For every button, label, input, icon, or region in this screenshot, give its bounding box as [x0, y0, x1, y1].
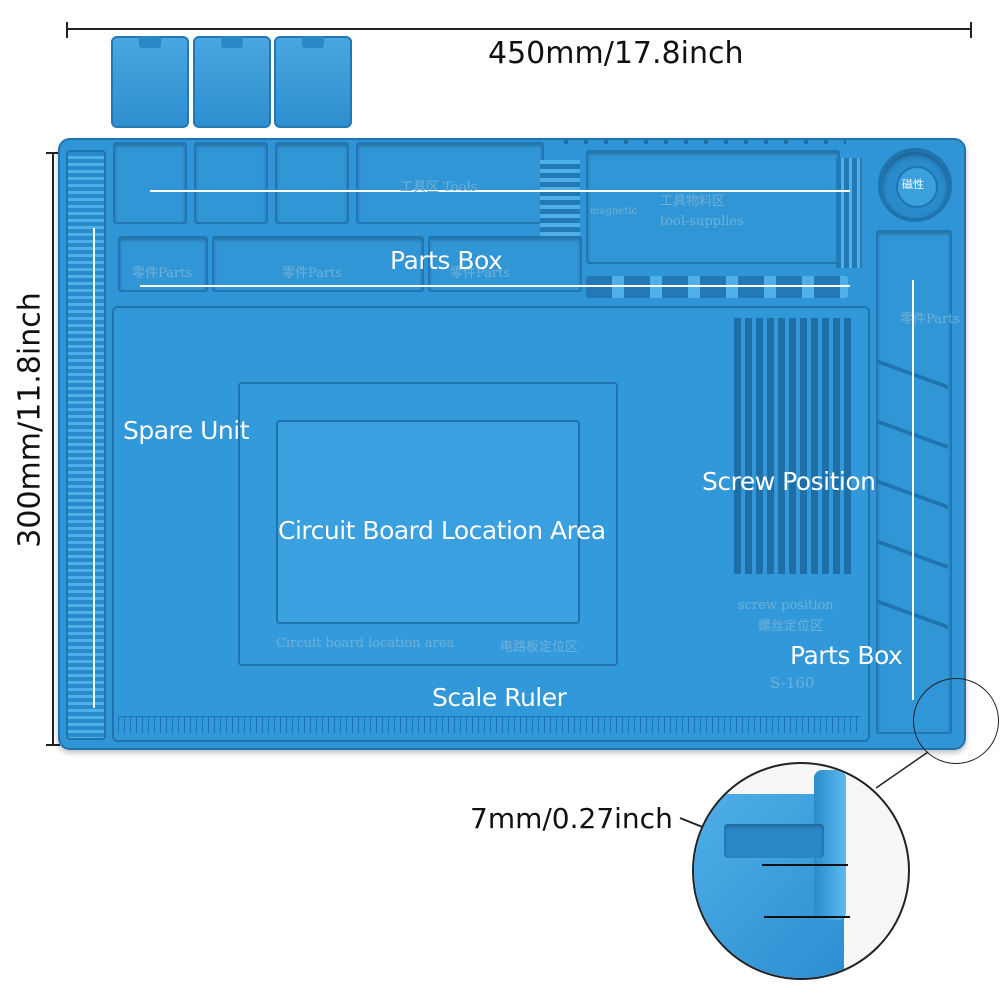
compartment-1 [113, 142, 187, 224]
embossed-magnetic: magnetic [590, 206, 638, 217]
spare-unit-strip [66, 150, 106, 740]
label-parts-box-top: Parts Box [390, 246, 503, 275]
pin-holes-row [556, 138, 846, 146]
bit-holder-slots [540, 160, 580, 240]
embossed-magnetic-cn: 工具物料区 [660, 194, 726, 209]
embossed-parts-right: 零件Parts [900, 312, 961, 327]
label-spare-unit: Spare Unit [123, 416, 250, 445]
label-screw-position: Screw Position [702, 467, 876, 496]
embossed-model: S-160 [770, 674, 815, 692]
corner-highlight-circle [913, 678, 999, 764]
storage-cap-1 [111, 36, 189, 128]
parts-compartment-right [428, 236, 582, 292]
label-circuit-board: Circuit Board Location Area [278, 516, 606, 545]
parts-compartment-middle [212, 236, 424, 292]
tools-compartment [356, 142, 544, 224]
embossed-screw-position-en: screw position [738, 598, 834, 613]
detail-thickness-line-bottom [764, 916, 850, 918]
spare-unit-rail [93, 228, 95, 708]
label-parts-box-right: Parts Box [790, 641, 903, 670]
width-dimension-label: 450mm/17.8inch [488, 36, 744, 71]
height-dimension-line [52, 152, 54, 746]
label-scale-ruler: Scale Ruler [432, 683, 567, 712]
right-parts-rail [912, 280, 914, 700]
compartment-3 [275, 142, 349, 224]
embossed-tool-supplies: tool-supplies [660, 214, 744, 229]
top-highlight-line [150, 190, 850, 192]
magnetic-cup [878, 148, 952, 222]
circuit-board-inner-frame [276, 420, 580, 624]
parts-highlight-line [140, 285, 850, 287]
side-slots [836, 158, 862, 268]
storage-cap-2 [193, 36, 271, 128]
scale-ruler [118, 716, 860, 733]
embossed-circuit-board-en: Circuit board location area [276, 636, 455, 651]
storage-cap-3 [274, 36, 352, 128]
height-dimension-label: 300mm/11.8inch [12, 292, 48, 548]
embossed-tools: 工具区 Tools [400, 180, 478, 195]
embossed-parts-mid2: 零件Parts [450, 266, 511, 281]
compartment-2 [194, 142, 268, 224]
embossed-magnet-badge: 磁性 [902, 178, 924, 191]
width-dimension-tick-left [66, 22, 68, 38]
embossed-screw-position-cn: 螺丝定位区 [758, 619, 824, 634]
embossed-parts-left: 零件Parts [132, 266, 193, 281]
magnifier-detail-circle [692, 762, 910, 980]
embossed-parts-mid: 零件Parts [282, 266, 343, 281]
parts-compartment-left [118, 236, 208, 292]
height-dimension-tick-top [46, 152, 60, 154]
width-dimension-tick-right [970, 22, 972, 38]
height-dimension-tick-bottom [46, 744, 60, 746]
detail-mat-rim [724, 824, 824, 858]
embossed-circuit-board-cn: 电路板定位区 [500, 640, 579, 655]
small-cells-row [586, 276, 848, 298]
detail-thickness-line-top [762, 864, 848, 866]
width-dimension-line [66, 28, 972, 30]
screw-position-grid [734, 318, 854, 574]
thickness-dimension-label: 7mm/0.27inch [470, 802, 673, 835]
